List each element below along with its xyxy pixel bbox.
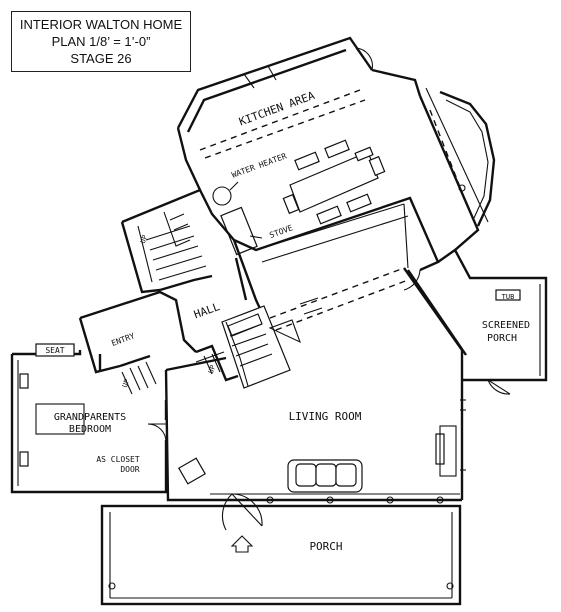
bookshelf xyxy=(435,425,457,477)
front-door xyxy=(221,493,263,531)
tub-label: TUB xyxy=(502,293,515,301)
water-heater-label: WATER HEATER xyxy=(230,151,288,179)
closet-door-label-1: AS CLOSET xyxy=(96,455,140,464)
sofa xyxy=(287,459,363,493)
beam-lines xyxy=(255,203,409,331)
living-room-walls xyxy=(164,196,467,504)
bedroom-walls xyxy=(10,343,168,494)
hall-label: HALL xyxy=(192,300,222,321)
fireplace xyxy=(221,305,301,389)
stair-up-label-3: UP xyxy=(207,364,217,375)
porch-label: PORCH xyxy=(309,540,342,553)
armchair xyxy=(178,457,206,485)
water-heater-symbol xyxy=(212,181,239,206)
living-room-label: LIVING ROOM xyxy=(289,410,362,423)
stair-up-label-1: UP xyxy=(139,234,149,245)
hall-walls xyxy=(78,188,272,395)
grandparents-bedroom-label-1: GRANDPARENTS xyxy=(54,412,126,423)
title-box: INTERIOR WALTON HOME PLAN 1/8’ = 1’-0” S… xyxy=(11,11,191,72)
title-line-2: PLAN 1/8’ = 1’-0” xyxy=(51,34,151,49)
screened-porch-label-2: PORCH xyxy=(487,333,517,344)
closet-door-label-2: DOOR xyxy=(120,465,139,474)
seat-label: SEAT xyxy=(45,346,64,355)
front-porch xyxy=(100,504,462,606)
title-line-1: INTERIOR WALTON HOME xyxy=(19,17,183,32)
kitchen-area-label: KITCHEN AREA xyxy=(237,89,316,129)
kitchen-walls xyxy=(176,36,496,263)
stair-up-label-2: UP xyxy=(121,378,131,389)
grandparents-bedroom-label-2: BEDROOM xyxy=(69,424,111,435)
screened-porch-walls xyxy=(453,249,548,395)
title-line-3: STAGE 26 xyxy=(70,51,132,66)
screened-porch-label-1: SCREENED xyxy=(482,320,530,331)
entry-label: ENTRY xyxy=(110,331,136,348)
kitchen-table xyxy=(282,139,386,225)
